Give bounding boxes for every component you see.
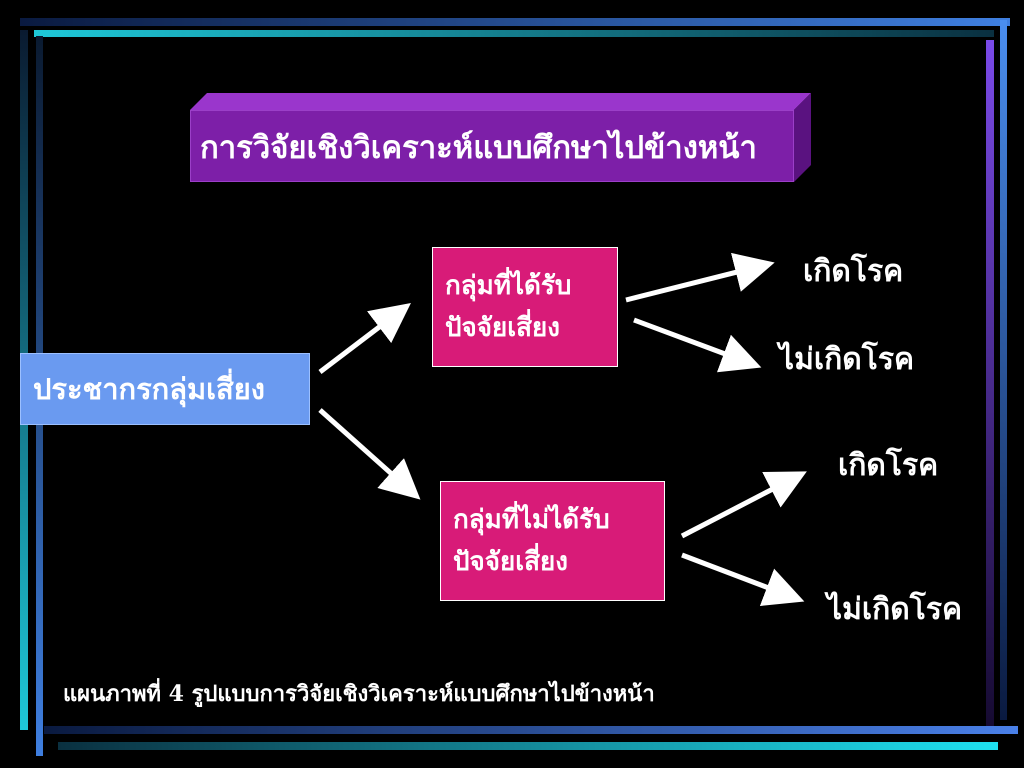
population-label: ประชากรกลุ่มเสี่ยง bbox=[33, 372, 265, 406]
frame-right-bar-purple bbox=[986, 40, 994, 730]
unexposed-group-line1: กลุ่มที่ไม่ได้รับ bbox=[453, 505, 610, 535]
arrow-unexposed-to-no-disease bbox=[681, 552, 805, 607]
population-box: ประชากรกลุ่มเสี่ยง bbox=[20, 353, 310, 425]
arrow-unexposed-to-disease bbox=[680, 471, 807, 539]
exposed-outcome-disease: เกิดโรค bbox=[803, 254, 904, 289]
frame-top-bar-blue bbox=[20, 18, 1010, 26]
exposed-group-box: กลุ่มที่ได้รับ ปัจจัยเสี่ยง bbox=[432, 247, 618, 367]
frame-top-bar-cyan bbox=[34, 30, 994, 37]
arrow-exposed-to-disease bbox=[625, 252, 775, 303]
diagram-title: การวิจัยเชิงวิเคราะห์แบบศึกษาไปข้างหน้า bbox=[200, 130, 757, 166]
figure-caption: แผนภาพที่ 4 รูปแบบการวิจัยเชิงวิเคราะห์แ… bbox=[63, 681, 655, 707]
frame-bottom-bar-cyan bbox=[58, 742, 998, 750]
arrow-population-to-unexposed bbox=[318, 408, 421, 500]
frame-bottom-bar-blue bbox=[44, 726, 1018, 734]
unexposed-outcome-disease: เกิดโรค bbox=[838, 448, 939, 483]
exposed-group-line1: กลุ่มที่ได้รับ bbox=[445, 271, 572, 301]
title-box bbox=[190, 110, 794, 182]
unexposed-outcome-no-disease: ไม่เกิดโรค bbox=[827, 592, 963, 627]
frame-right-bar-blue bbox=[1000, 20, 1007, 720]
unexposed-group-box: กลุ่มที่ไม่ได้รับ ปัจจัยเสี่ยง bbox=[440, 481, 665, 601]
exposed-group-line2: ปัจจัยเสี่ยง bbox=[445, 313, 560, 343]
arrow-population-to-exposed bbox=[318, 302, 411, 374]
exposed-outcome-no-disease: ไม่เกิดโรค bbox=[779, 342, 915, 377]
unexposed-group-line2: ปัจจัยเสี่ยง bbox=[453, 547, 568, 577]
arrow-exposed-to-no-disease bbox=[633, 317, 762, 373]
